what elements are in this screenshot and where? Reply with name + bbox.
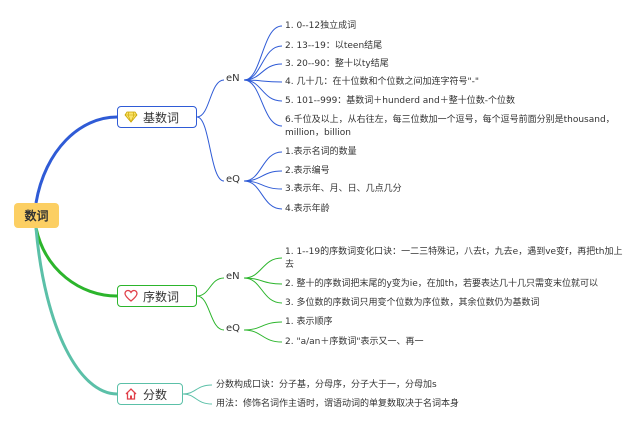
cardinal-en-label: eN (226, 73, 240, 84)
connectors-ordinal-en-leaves (243, 257, 283, 304)
cardinal-eq-item: 2.表示编号 (285, 166, 330, 176)
heart-icon (124, 289, 138, 302)
cardinal-eq-item: 3.表示年、月、日、几点几分 (285, 184, 402, 194)
connectors-fraction-leaves (182, 384, 213, 405)
ordinal-eq-label: eQ (226, 323, 241, 334)
connector-ordinal-en (196, 277, 225, 297)
cardinal-en-item: 1. 0--12独立成词 (285, 21, 357, 31)
root-label: 数词 (24, 209, 49, 223)
cardinal-eq-label: eQ (226, 174, 241, 185)
cardinal-en-item: 5. 101--999：基数词＋hunderd and＋整十位数-个位数 (285, 96, 515, 106)
ordinal-en-item: 2. 整十的序数词把末尾的y变为ie，在加th，若要表达几十几只需变末位就可以 (285, 279, 599, 289)
branch-fraction-label: 分数 (143, 387, 168, 402)
root-node[interactable]: 数词 (14, 203, 59, 228)
ordinal-eq-item: 1. 表示顺序 (285, 317, 333, 327)
connector-root-to-cardinal (34, 115, 118, 204)
diamond-icon (124, 111, 138, 123)
cardinal-en-item: 6.千位及以上，从右往左，每三位数加一个逗号，每个逗号前面分别是thousand… (285, 115, 615, 138)
branch-ordinal-label: 序数词 (143, 289, 180, 304)
cardinal-en-item: 4. 几十几：在十位数和个位数之间加连字符号"-" (285, 77, 479, 87)
connectors-ordinal-eq-leaves (243, 321, 283, 343)
connector-cardinal-en (196, 79, 225, 118)
ordinal-en-item: 1. 1--19的序数词变化口诀：一二三特殊记，八去t，九去e，遇到ve变f，再… (285, 247, 623, 270)
connectors-cardinal-eq-leaves (243, 151, 283, 210)
branch-ordinal-numbers[interactable]: 序数词 (117, 285, 197, 307)
branch-fractions[interactable]: 分数 (117, 383, 183, 405)
ordinal-en-item: 3. 多位数的序数词只用变个位数为序位数，其余位数仍为基数词 (285, 298, 540, 308)
ordinal-en-label: eN (226, 271, 240, 282)
house-icon (125, 388, 137, 400)
fraction-item: 分数构成口诀：分子基，分母序，分子大于一，分母加s (216, 380, 437, 390)
ordinal-eq-item: 2. "a/an＋序数词"表示又一、再一 (285, 337, 424, 347)
connector-root-to-fraction (34, 227, 118, 396)
cardinal-en-item: 2. 13--19：以teen结尾 (285, 41, 383, 51)
connector-ordinal-eq (196, 295, 225, 331)
cardinal-en-item: 3. 20--90：整十以ty结尾 (285, 59, 389, 69)
branch-cardinal-numbers[interactable]: 基数词 (117, 106, 197, 128)
branch-cardinal-label: 基数词 (143, 110, 180, 125)
cardinal-eq-item: 1.表示名词的数量 (285, 147, 357, 157)
connector-cardinal-eq (196, 116, 225, 182)
connector-root-to-ordinal (34, 227, 118, 298)
cardinal-eq-item: 4.表示年龄 (285, 204, 330, 214)
fraction-item: 用法：修饰名词作主语时，谓语动词的单复数取决于名词本身 (216, 399, 460, 409)
connectors-cardinal-en-leaves (243, 25, 283, 127)
